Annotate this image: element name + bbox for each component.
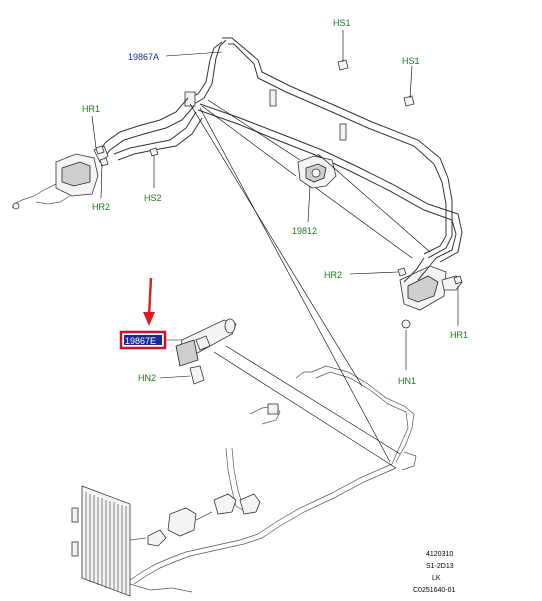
callout-hs1-right[interactable]: HS1 xyxy=(402,56,420,66)
upper-pipe-assembly xyxy=(99,37,463,263)
callout-part-19867A[interactable]: 19867A xyxy=(128,52,159,62)
tube-section-19867E xyxy=(175,318,237,385)
condenser xyxy=(71,485,193,597)
meta-line-1: 4120310 xyxy=(426,551,453,558)
leader-lines xyxy=(91,30,459,469)
left-block-component xyxy=(11,145,109,210)
meta-line-3: LK xyxy=(432,575,441,582)
meta-line-2: S1-2D13 xyxy=(426,563,454,570)
callout-hr2-left[interactable]: HR2 xyxy=(92,202,110,212)
callout-hn2[interactable]: HN2 xyxy=(138,373,156,383)
callout-hr1-right[interactable]: HR1 xyxy=(450,330,468,340)
bracket-19812 xyxy=(297,155,337,189)
callout-hs2[interactable]: HS2 xyxy=(144,193,162,203)
callout-hn1[interactable]: HN1 xyxy=(398,376,416,386)
callout-part-19867E[interactable]: 19867E xyxy=(125,336,156,346)
callout-part-19812[interactable]: 19812 xyxy=(292,226,317,236)
highlight-arrow xyxy=(143,277,155,326)
callout-hr2-right[interactable]: HR2 xyxy=(324,270,342,280)
highlight-fill xyxy=(124,335,162,345)
lower-vehicle-lines xyxy=(129,365,417,585)
meta-line-4: C0251640-01 xyxy=(413,587,456,594)
right-connector-block xyxy=(399,257,463,329)
callout-hr1-left[interactable]: HR1 xyxy=(82,104,100,114)
callout-hs1-top[interactable]: HS1 xyxy=(333,18,351,28)
